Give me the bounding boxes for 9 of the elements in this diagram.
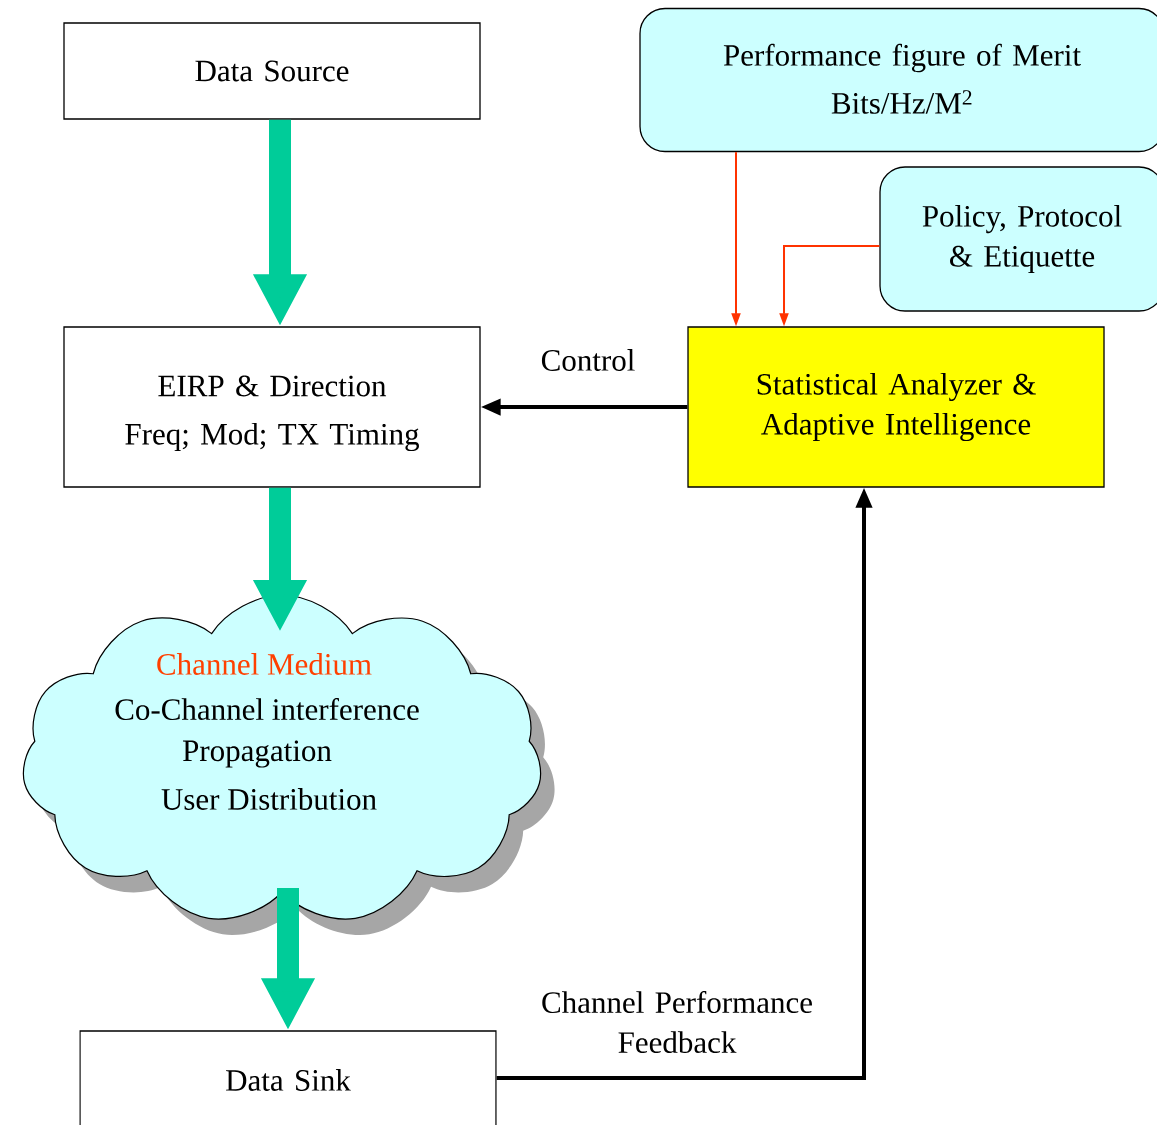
process-box: Statistical Analyzer & Adaptive Intelligence — [687, 326, 1105, 488]
process-box: Data Sink — [79, 1030, 497, 1125]
edge-label: Control — [541, 349, 635, 371]
process-box: Data Source — [63, 22, 481, 120]
process-box: EIRP & Direction Freq; Mod; TX Timing — [63, 326, 481, 488]
cloud: Channel Medium Co-Channel interference Propagation User Distribution — [22, 594, 555, 935]
rounded-box: Performance figure of Merit Bits/Hz/M$^{2}$ — [639, 7, 1157, 153]
edge-label: Channel Performance Feedback — [542, 990, 812, 1054]
rounded-box: Policy, Protocol & Etiquette — [879, 166, 1157, 312]
